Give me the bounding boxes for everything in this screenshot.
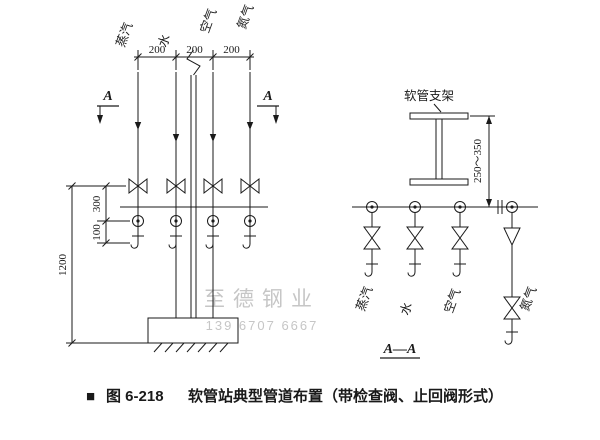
- watermark: 至德钢业 139 6707 6667: [204, 288, 320, 333]
- watermark-phone: 139 6707 6667: [206, 318, 319, 333]
- flow-arrow-icon: [172, 134, 180, 142]
- pipe-label-water: 水: [156, 32, 174, 49]
- section-cut-mark-left: A: [97, 89, 119, 124]
- dim-250-350: 250～350: [472, 139, 484, 183]
- flow-arrow-icon: [209, 134, 217, 142]
- drop-nitrogen: [503, 201, 521, 345]
- ground-hatch: [153, 342, 229, 353]
- dim-arrow-up-icon: [486, 116, 492, 124]
- support-label: 软管支架: [404, 88, 454, 103]
- drop-water: [406, 201, 424, 277]
- dim-arrow-down-icon: [486, 199, 492, 207]
- watermark-company: 至德钢业: [204, 288, 320, 311]
- flow-arrow-icon: [246, 122, 254, 130]
- dim-200-3: 200: [223, 44, 240, 56]
- section-view-title: A—A: [383, 342, 417, 357]
- foundation-block: [147, 317, 239, 344]
- dim-1200: 1200: [57, 254, 69, 277]
- section-letter-right: A: [262, 89, 272, 104]
- dimension-250-350: 250～350: [470, 115, 495, 207]
- drop-steam: [363, 201, 381, 277]
- caption-marker: ■: [86, 388, 95, 405]
- dimension-1200: 1200: [57, 182, 148, 347]
- support-column: [186, 49, 201, 318]
- front-view: 蒸汽 水 空气 氮气 200 200 200 A A: [57, 2, 279, 353]
- foundation: [147, 317, 239, 353]
- beam-bottom-flange: [409, 178, 469, 186]
- section-view: 软管支架 250～350: [352, 88, 540, 359]
- section-letter-left: A: [102, 89, 112, 104]
- section-label-water: 水: [398, 300, 416, 317]
- dimension-300-100: 300 100: [66, 182, 130, 247]
- drop-air: [451, 201, 469, 277]
- flow-arrow-icon: [134, 122, 142, 130]
- top-dimension: 200 200 200: [134, 44, 254, 70]
- figure-caption: ■ 图 6-218 软管站典型管道布置（带检查阀、止回阀形式）: [86, 387, 503, 405]
- dim-300: 300: [91, 195, 103, 212]
- beam-top-flange: [409, 112, 469, 120]
- section-arrow-icon: [97, 115, 103, 124]
- leader-line: [433, 103, 442, 113]
- break-line-icon: [186, 49, 201, 76]
- dim-200-2: 200: [186, 44, 203, 56]
- caption-title: 软管站典型管道布置（带检查阀、止回阀形式）: [188, 387, 503, 405]
- section-arrow-icon: [273, 115, 279, 124]
- dim-200-1: 200: [149, 44, 166, 56]
- check-valve-icon: [503, 227, 521, 247]
- i-beam-support: [409, 112, 469, 186]
- caption-number: 图 6-218: [106, 388, 164, 405]
- flow-arrows: [134, 122, 254, 142]
- section-cut-mark-right: A: [257, 89, 279, 124]
- dim-100: 100: [91, 224, 103, 241]
